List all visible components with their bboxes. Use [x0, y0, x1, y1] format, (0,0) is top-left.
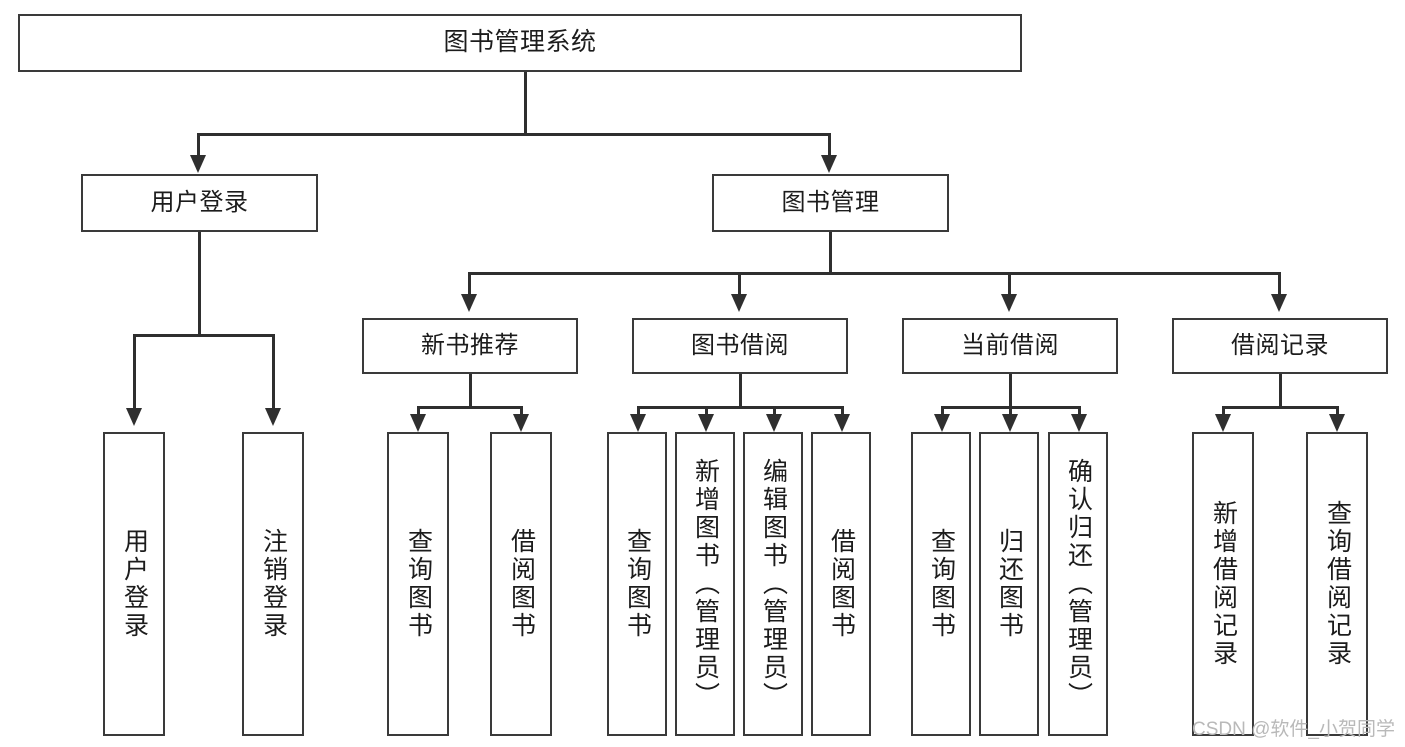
node-label: 新增借阅记录: [1209, 500, 1238, 668]
leaf-logout[interactable]: 注销登录: [242, 432, 304, 736]
arrow-leaf-borrow-book-1: [513, 414, 529, 432]
arrow-leaf-logout: [265, 408, 281, 426]
node-label: 新书推荐: [421, 331, 519, 359]
connector-current-borrow-drop-3: [1078, 406, 1081, 420]
arrow-to-user-login: [190, 155, 206, 173]
leaf-confirm-return-admin[interactable]: 确认归还（管理员）: [1048, 432, 1108, 736]
node-label: 查询图书: [404, 528, 433, 640]
connector-borrow-record-bus: [1222, 406, 1339, 409]
connector-user-login-drop-1: [133, 334, 136, 410]
node-label: 新增图书（管理员）: [691, 458, 720, 710]
arrow-leaf-add-record: [1215, 414, 1231, 432]
connector-book-borrow-stem: [739, 374, 742, 408]
arrow-leaf-query-book-1: [410, 414, 426, 432]
arrow-leaf-query-book-3: [934, 414, 950, 432]
connector-user-login-drop-2: [272, 334, 275, 410]
arrow-to-new-book-rec: [461, 294, 477, 312]
arrow-to-book-manage: [821, 155, 837, 173]
node-label: 注销登录: [259, 528, 288, 640]
arrow-leaf-add-book: [698, 414, 714, 432]
arrow-leaf-query-book-2: [630, 414, 646, 432]
arrow-leaf-confirm-return: [1071, 414, 1087, 432]
leaf-query-book-current[interactable]: 查询图书: [911, 432, 971, 736]
connector-level3-drop-4: [1278, 272, 1281, 296]
node-label: 查询图书: [623, 528, 652, 640]
leaf-user-login[interactable]: 用户登录: [103, 432, 165, 736]
connector-level3-drop-3: [1008, 272, 1011, 296]
connector-book-borrow-drop-4: [841, 406, 844, 420]
node-new-book-recommend[interactable]: 新书推荐: [362, 318, 578, 374]
leaf-borrow-book-borrow[interactable]: 借阅图书: [811, 432, 871, 736]
connector-current-borrow-stem: [1009, 374, 1012, 408]
node-label: 借阅图书: [827, 528, 856, 640]
connector-new-book-drop-2: [520, 406, 523, 420]
leaf-borrow-book-new-rec[interactable]: 借阅图书: [490, 432, 552, 736]
arrow-leaf-edit-book: [766, 414, 782, 432]
connector-level3-drop-2: [738, 272, 741, 296]
node-borrow-record[interactable]: 借阅记录: [1172, 318, 1388, 374]
node-book-borrow[interactable]: 图书借阅: [632, 318, 848, 374]
connector-to-user-login: [197, 133, 200, 157]
node-user-login[interactable]: 用户登录: [81, 174, 318, 232]
node-label: 图书借阅: [691, 331, 789, 359]
connector-borrow-record-stem: [1279, 374, 1282, 408]
connector-new-book-stem: [469, 374, 472, 408]
leaf-add-borrow-record[interactable]: 新增借阅记录: [1192, 432, 1254, 736]
node-book-manage[interactable]: 图书管理: [712, 174, 949, 232]
node-label: 查询借阅记录: [1323, 500, 1352, 668]
node-label: 图书管理系统: [443, 28, 597, 57]
node-current-borrow[interactable]: 当前借阅: [902, 318, 1118, 374]
connector-new-book-bus: [417, 406, 523, 409]
connector-user-login-bus: [133, 334, 275, 337]
leaf-return-book[interactable]: 归还图书: [979, 432, 1039, 736]
node-label: 借阅记录: [1231, 331, 1329, 359]
leaf-edit-book-admin[interactable]: 编辑图书（管理员）: [743, 432, 803, 736]
node-label: 用户登录: [150, 188, 249, 216]
connector-book-borrow-drop-2: [705, 406, 708, 420]
arrow-to-book-borrow: [731, 294, 747, 312]
arrow-leaf-query-record: [1329, 414, 1345, 432]
connector-book-borrow-bus: [637, 406, 843, 409]
arrow-leaf-user-login: [126, 408, 142, 426]
arrow-leaf-return-book: [1002, 414, 1018, 432]
connector-user-login-stem: [198, 232, 201, 336]
arrow-leaf-borrow-book-2: [834, 414, 850, 432]
connector-root-stem: [524, 72, 527, 134]
connector-current-borrow-drop-2: [1009, 406, 1012, 420]
node-label: 图书管理: [781, 188, 880, 216]
connector-level3-bus: [468, 272, 1280, 275]
connector-book-manage-stem: [829, 232, 832, 274]
arrow-to-current-borrow: [1001, 294, 1017, 312]
leaf-query-book-borrow[interactable]: 查询图书: [607, 432, 667, 736]
leaf-query-borrow-record[interactable]: 查询借阅记录: [1306, 432, 1368, 736]
node-label: 当前借阅: [961, 331, 1059, 359]
node-label: 归还图书: [995, 528, 1024, 640]
node-label: 查询图书: [927, 528, 956, 640]
node-label: 编辑图书（管理员）: [759, 458, 788, 710]
connector-borrow-record-drop-2: [1336, 406, 1339, 420]
connector-new-book-drop-1: [417, 406, 420, 420]
connector-level2-bus: [197, 133, 830, 136]
leaf-add-book-admin[interactable]: 新增图书（管理员）: [675, 432, 735, 736]
connector-level3-drop-1: [468, 272, 471, 296]
node-label: 用户登录: [120, 528, 149, 640]
connector-book-borrow-drop-3: [773, 406, 776, 420]
node-root-system[interactable]: 图书管理系统: [18, 14, 1022, 72]
node-label: 借阅图书: [507, 528, 536, 640]
leaf-query-book-new-rec[interactable]: 查询图书: [387, 432, 449, 736]
connector-to-book-manage: [828, 133, 831, 157]
node-label: 确认归还（管理员）: [1064, 458, 1093, 710]
connector-current-borrow-drop-1: [941, 406, 944, 420]
arrow-to-borrow-record: [1271, 294, 1287, 312]
connector-borrow-record-drop-1: [1222, 406, 1225, 420]
connector-book-borrow-drop-1: [637, 406, 640, 420]
